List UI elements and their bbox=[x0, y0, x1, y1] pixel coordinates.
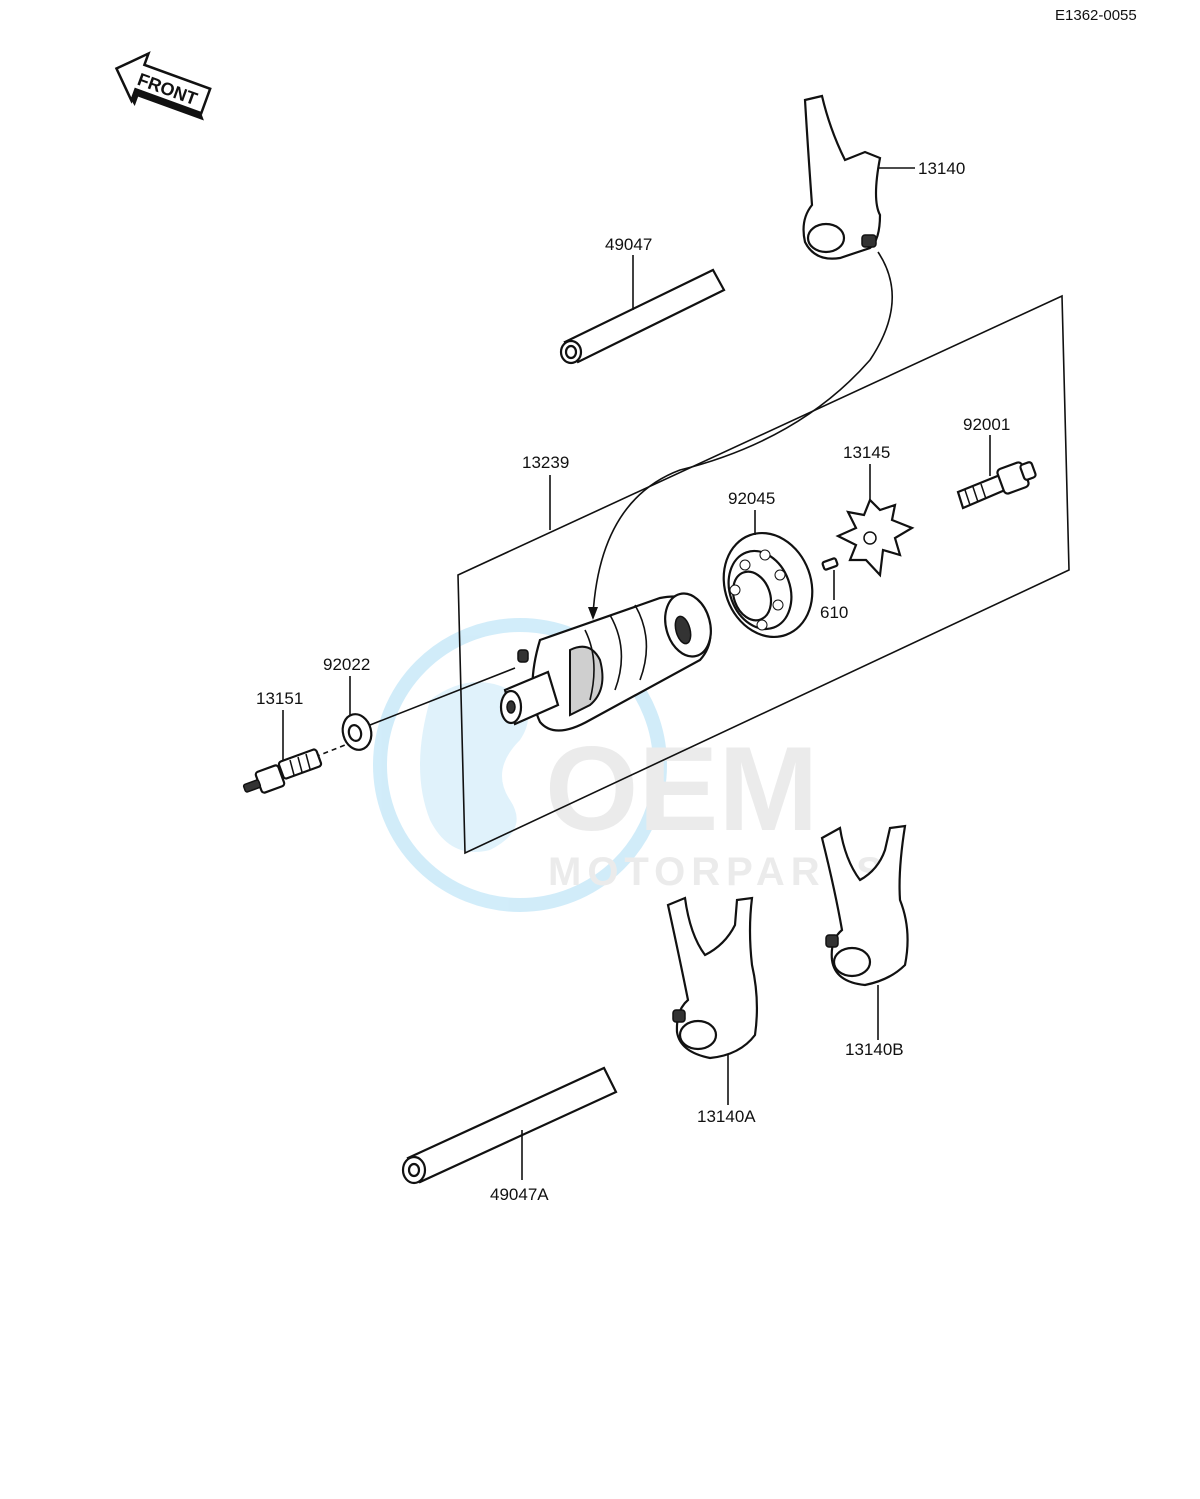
leader-axis bbox=[369, 667, 516, 726]
assembly-outline bbox=[457, 294, 1070, 855]
label-13239: 13239 bbox=[522, 453, 569, 472]
shift-fork-13140B bbox=[820, 824, 909, 987]
label-13140: 13140 bbox=[918, 159, 965, 178]
label-13140B: 13140B bbox=[845, 1040, 904, 1059]
star-plate-13145 bbox=[835, 498, 915, 578]
front-arrow-icon: FRONT bbox=[114, 51, 212, 121]
bearing-92045 bbox=[722, 531, 814, 639]
leader-axis-dash bbox=[314, 744, 346, 758]
shift-fork-13140A bbox=[666, 896, 758, 1060]
watermark-brand: OEM bbox=[545, 722, 818, 856]
watermark-globe-icon bbox=[373, 618, 667, 912]
shift-fork-13140 bbox=[802, 94, 882, 260]
label-13145: 13145 bbox=[843, 443, 890, 462]
bolt-92001 bbox=[956, 461, 1037, 510]
label-49047: 49047 bbox=[605, 235, 652, 254]
switch-13151 bbox=[242, 748, 323, 794]
pin-610 bbox=[821, 557, 839, 571]
label-13140A: 13140A bbox=[697, 1107, 756, 1126]
label-92045: 92045 bbox=[728, 489, 775, 508]
washer-92022 bbox=[341, 713, 373, 751]
label-92022: 92022 bbox=[323, 655, 370, 674]
shift-drum-13239 bbox=[499, 592, 712, 732]
label-49047A: 49047A bbox=[490, 1185, 549, 1204]
label-92001: 92001 bbox=[963, 415, 1010, 434]
shaft-49047A bbox=[401, 1066, 618, 1185]
arrowhead-icon bbox=[588, 607, 598, 620]
leader-fork-to-drum bbox=[592, 251, 893, 616]
shaft-49047 bbox=[559, 268, 726, 365]
label-610: 610 bbox=[820, 603, 848, 622]
watermark-continents bbox=[420, 682, 528, 852]
diagram-code: E1362-0055 bbox=[1055, 7, 1137, 24]
watermark: OEM MOTORPARTS bbox=[373, 618, 883, 912]
label-13151: 13151 bbox=[256, 689, 303, 708]
